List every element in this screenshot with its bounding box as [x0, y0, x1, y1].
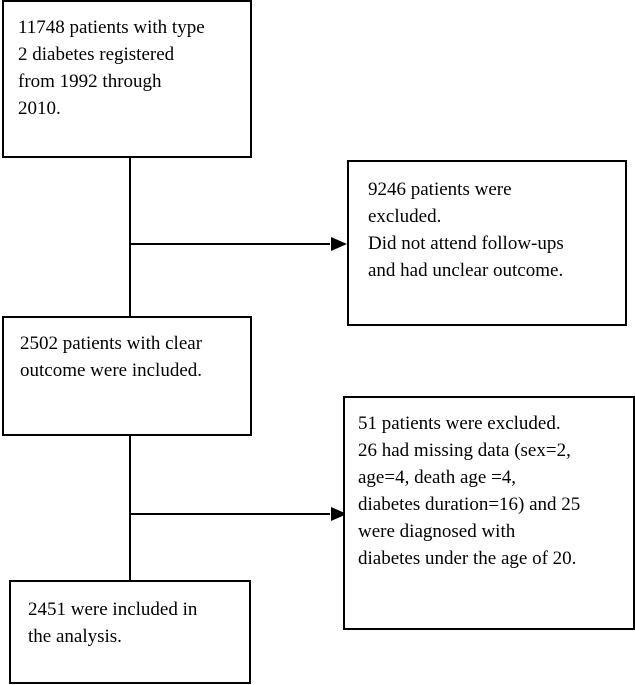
connector-included-to-analysis — [129, 435, 131, 581]
registered-patients-text: 11748 patients with type 2 diabetes regi… — [18, 17, 205, 119]
included-clear-outcome-box: 2502 patients with clear outcome were in… — [2, 316, 252, 436]
connector-branch-to-excluded-followup — [130, 243, 330, 245]
included-clear-outcome-text: 2502 patients with clear outcome were in… — [20, 333, 203, 381]
registered-patients-box: 11748 patients with type 2 diabetes regi… — [2, 0, 252, 158]
excluded-missing-data-text: 51 patients were excluded. 26 had missin… — [358, 413, 581, 569]
connector-registered-to-included — [129, 157, 131, 317]
connector-branch-to-excluded-missing — [130, 513, 330, 515]
analysis-included-box: 2451 were included in the analysis. — [9, 580, 251, 684]
arrow-to-excluded-followup — [331, 237, 347, 251]
analysis-included-text: 2451 were included in the analysis. — [28, 599, 198, 647]
excluded-missing-data-box: 51 patients were excluded. 26 had missin… — [343, 396, 635, 630]
excluded-followup-box: 9246 patients were excluded. Did not att… — [347, 160, 627, 326]
excluded-followup-text: 9246 patients were excluded. Did not att… — [368, 179, 564, 281]
